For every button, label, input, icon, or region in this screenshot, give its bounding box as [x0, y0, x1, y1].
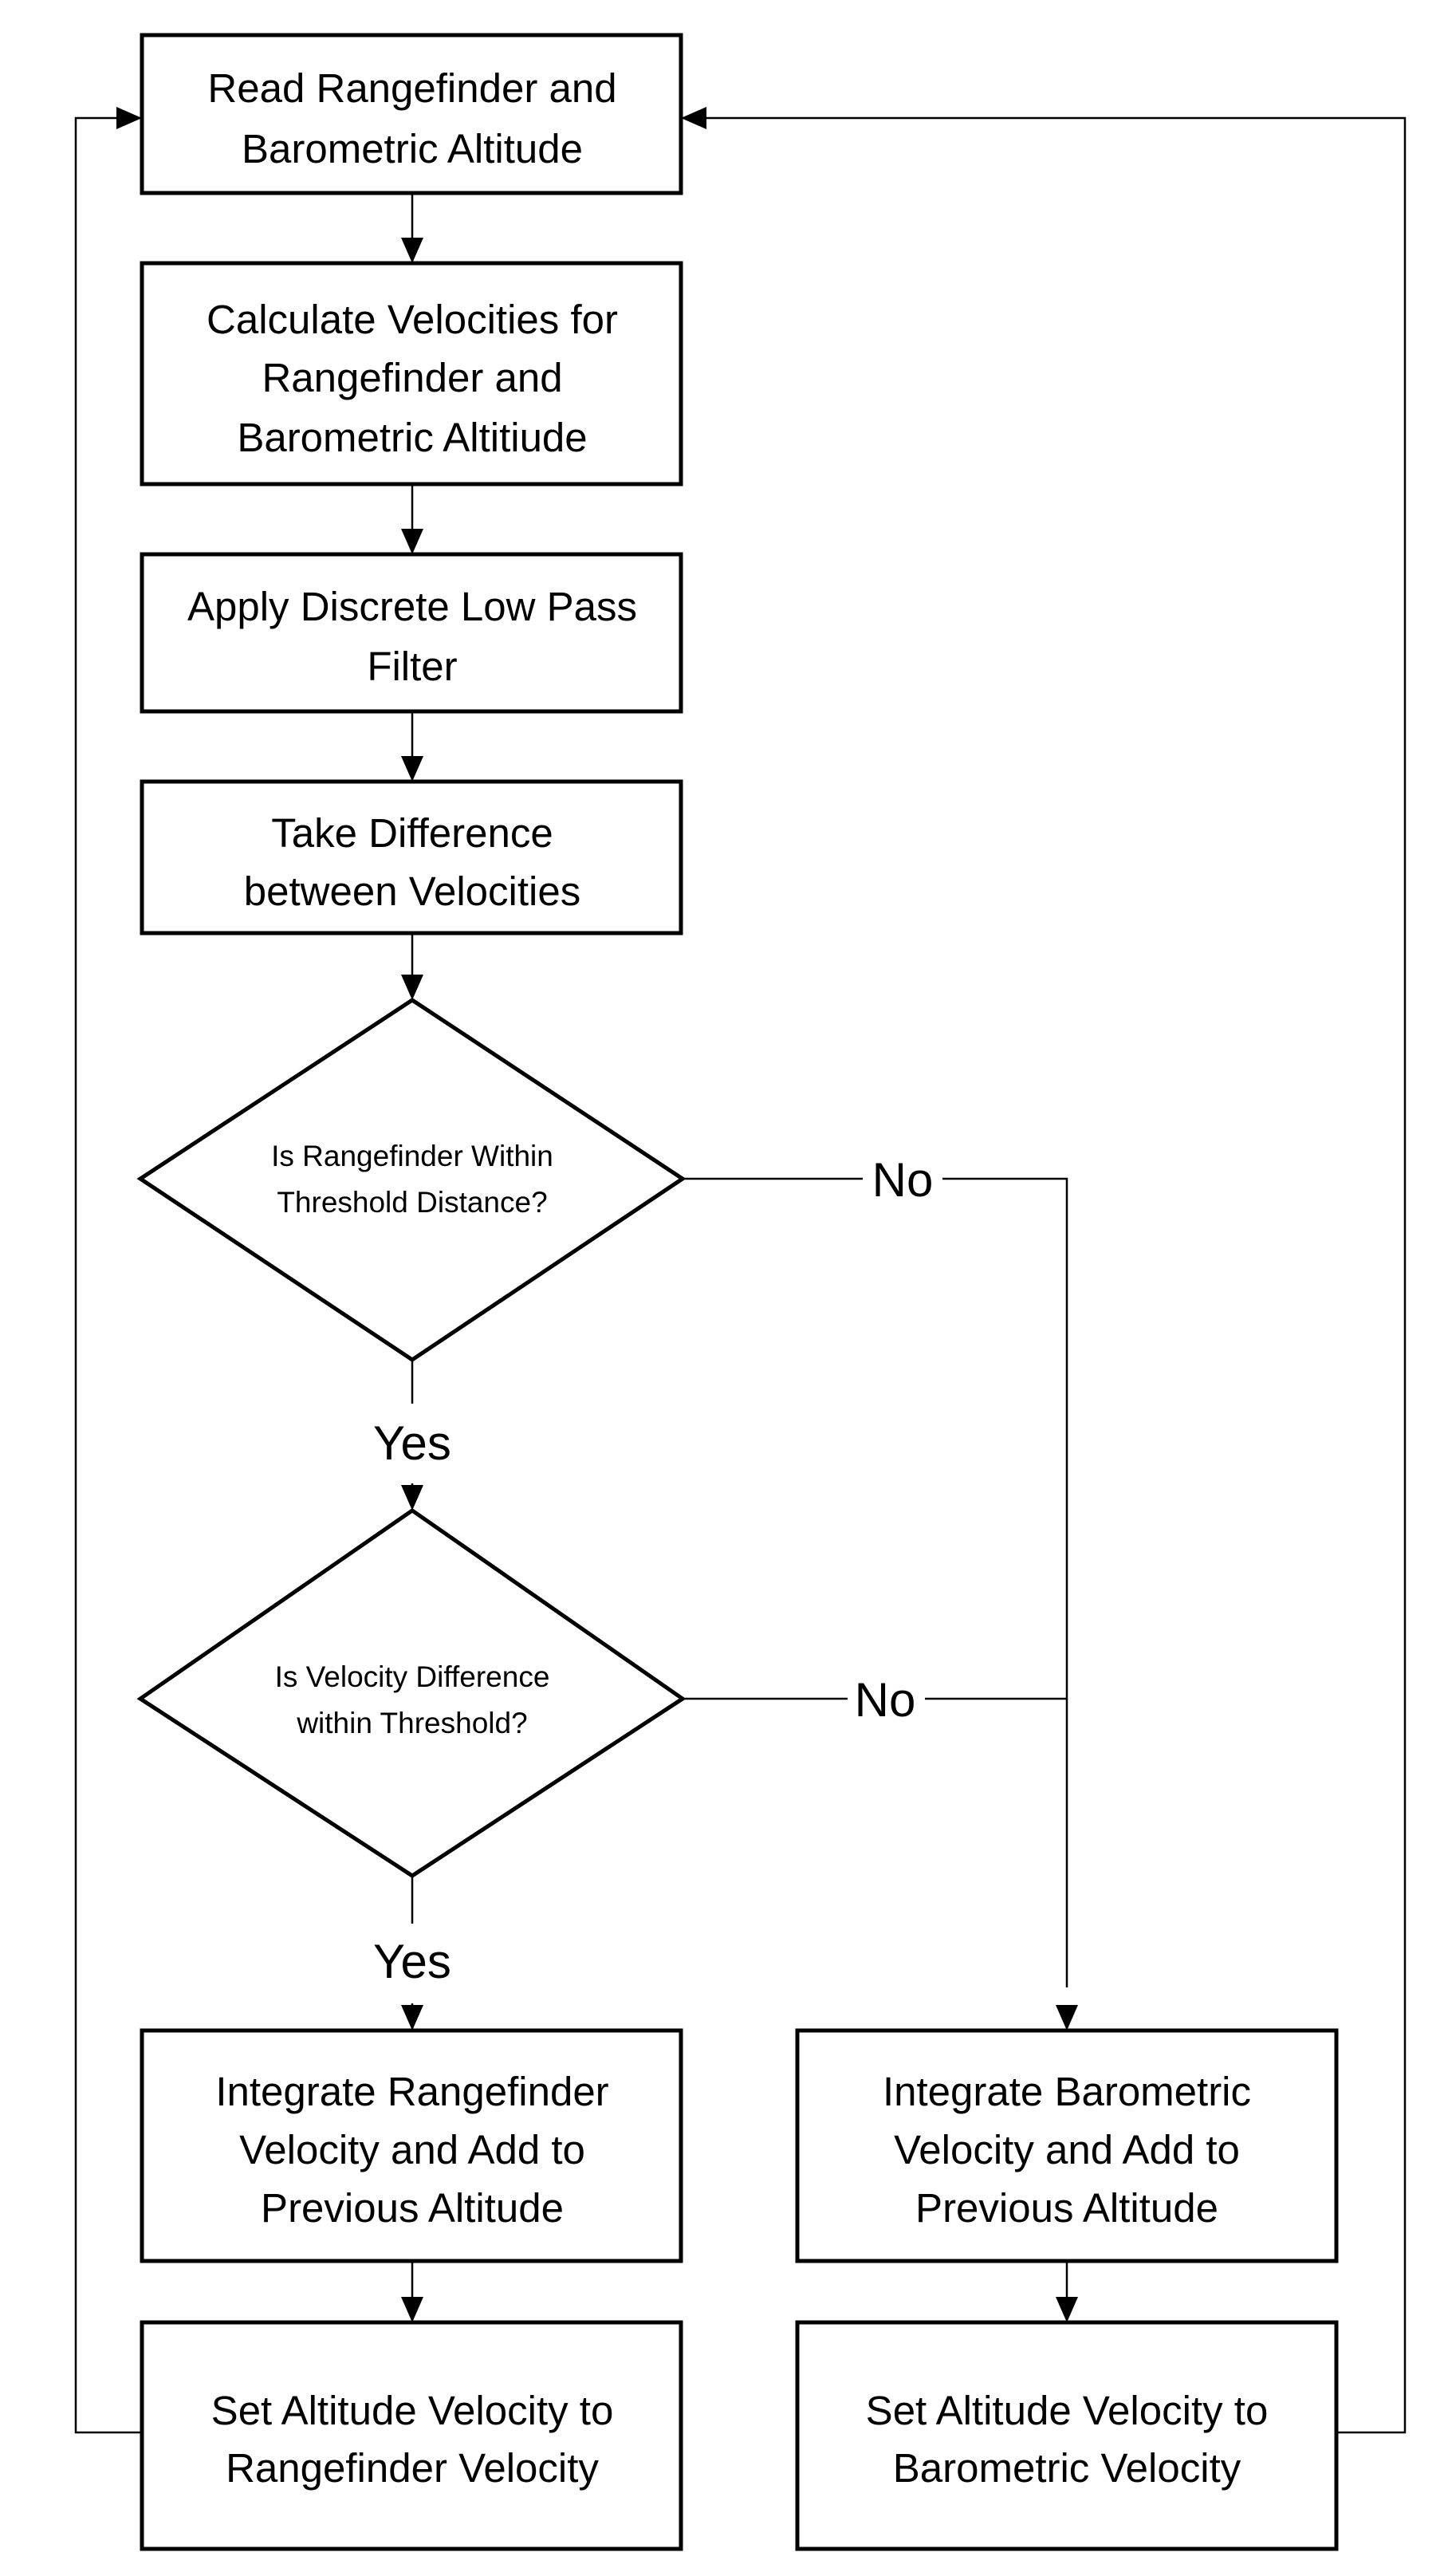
- arrowhead-to-decision1: [401, 975, 423, 1000]
- step-filter-line1: Apply Discrete Low Pass: [187, 584, 637, 629]
- decision2-line1: Is Velocity Difference: [275, 1660, 550, 1693]
- step-diff-line1: Take Difference: [271, 810, 553, 856]
- step-filter-line2: Filter: [367, 644, 457, 689]
- step-calc-line2: Rangefinder and: [262, 355, 562, 400]
- arrowhead-to-intbaro: [1056, 2005, 1078, 2030]
- step-intrange-line1: Integrate Rangefinder: [215, 2069, 608, 2114]
- arrowhead-to-calc: [401, 238, 423, 263]
- decision1-line2: Threshold Distance?: [277, 1186, 547, 1219]
- label-yes-decision2: Yes: [373, 1935, 451, 1988]
- arrowhead-to-diff: [401, 756, 423, 782]
- step-calc-line3: Barometric Altitiude: [237, 415, 587, 460]
- arrowhead-to-setbaro: [1056, 2297, 1078, 2322]
- arrowheads: [116, 107, 1078, 2322]
- decision1-line1: Is Rangefinder Within: [271, 1140, 553, 1172]
- step-setrange-line1: Set Altitude Velocity to: [211, 2388, 614, 2433]
- step-intrange-line3: Previous Altitude: [261, 2185, 564, 2231]
- step-integrate-barometric: Integrate Barometric Velocity and Add to…: [795, 2028, 1339, 2263]
- decision-rangefinder-threshold: Is Rangefinder Within Threshold Distance…: [136, 998, 687, 1363]
- step-read-line1: Read Rangefinder and: [207, 65, 616, 111]
- step-intrange-line2: Velocity and Add to: [239, 2127, 585, 2172]
- step-velocity-difference: Take Difference between Velocities: [140, 779, 683, 935]
- step-intbaro-line1: Integrate Barometric: [883, 2069, 1251, 2114]
- step-intbaro-line3: Previous Altitude: [915, 2185, 1218, 2231]
- step-intbaro-line2: Velocity and Add to: [894, 2127, 1240, 2172]
- label-no-decision2: No: [855, 1673, 916, 1727]
- decision2-line2: within Threshold?: [296, 1707, 527, 1739]
- arrowhead-to-setrange: [401, 2297, 423, 2322]
- step-setbaro-line2: Barometric Velocity: [893, 2445, 1241, 2491]
- decision-velocity-threshold: Is Velocity Difference within Threshold?: [136, 1507, 687, 1878]
- arrowhead-loop-right: [681, 107, 706, 129]
- connectors: [74, 116, 1407, 2434]
- arrowhead-loop-left: [116, 107, 142, 129]
- connector-decision1-no-right: [942, 1177, 1068, 1987]
- step-integrate-rangefinder: Integrate Rangefinder Velocity and Add t…: [140, 2028, 683, 2263]
- arrowhead-to-decision2: [401, 1485, 423, 1511]
- step-low-pass-filter: Apply Discrete Low Pass Filter: [140, 552, 683, 714]
- step-setrange-line2: Rangefinder Velocity: [226, 2445, 599, 2491]
- arrowhead-to-intrange: [401, 2005, 423, 2030]
- step-diff-line2: between Velocities: [244, 869, 580, 914]
- step-calc-line1: Calculate Velocities for: [207, 297, 618, 342]
- step-read-line2: Barometric Altitude: [242, 126, 583, 171]
- step-setbaro-line1: Set Altitude Velocity to: [866, 2388, 1269, 2433]
- arrowhead-to-filter: [401, 529, 423, 554]
- loop-left-return: [74, 116, 140, 2434]
- step-set-rangefinder-velocity: Set Altitude Velocity to Rangefinder Vel…: [140, 2320, 683, 2551]
- step-read-altitude: Read Rangefinder and Barometric Altitude: [140, 33, 683, 195]
- label-no-decision1: No: [872, 1153, 934, 1207]
- step-calculate-velocities: Calculate Velocities for Rangefinder and…: [140, 261, 683, 486]
- step-set-barometric-velocity: Set Altitude Velocity to Barometric Velo…: [795, 2320, 1339, 2551]
- label-yes-decision1: Yes: [373, 1416, 451, 1470]
